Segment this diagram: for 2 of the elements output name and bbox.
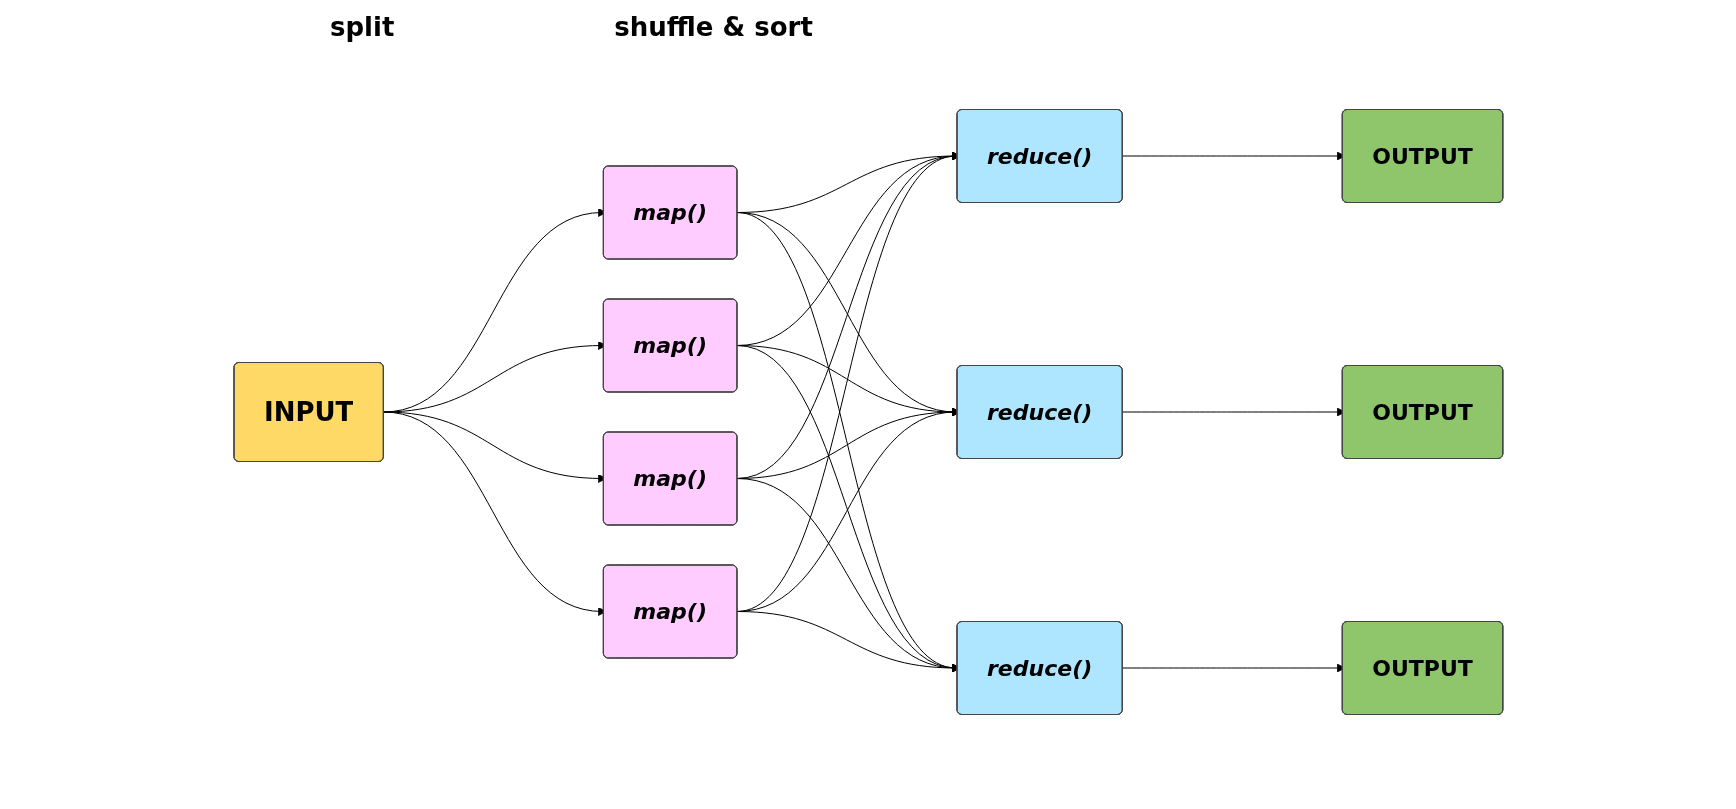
stage-label: shuffle & sort xyxy=(614,12,813,42)
stage-label: split xyxy=(330,12,395,42)
